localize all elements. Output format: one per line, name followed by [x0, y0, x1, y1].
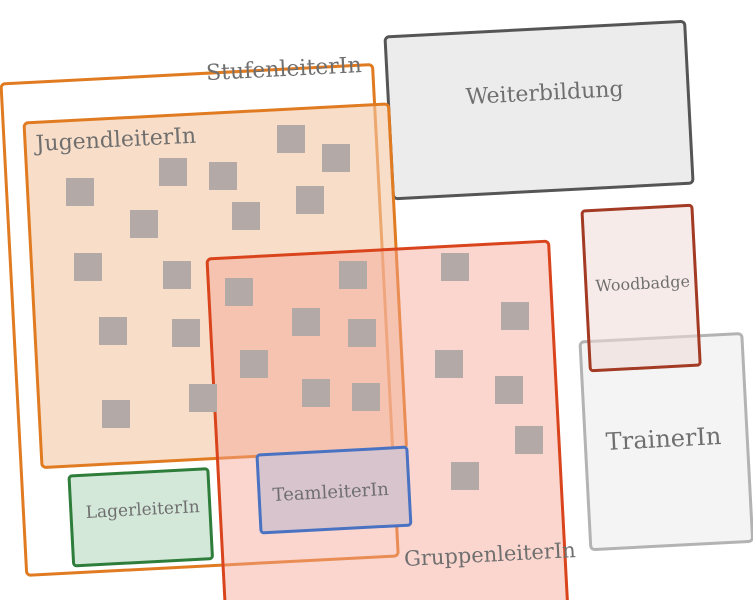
member-square: [66, 178, 94, 206]
member-square: [451, 462, 479, 490]
member-square: [515, 426, 543, 454]
member-square: [159, 158, 187, 186]
member-square: [352, 383, 380, 411]
member-square: [74, 253, 102, 281]
member-square: [225, 278, 253, 306]
teamleiter-box: [255, 445, 413, 535]
member-square: [163, 261, 191, 289]
member-square: [102, 400, 130, 428]
member-square: [495, 376, 523, 404]
lagerleiter-box: [67, 467, 214, 568]
teamleiter-group: TeamleiterIn: [255, 445, 413, 535]
member-square: [435, 350, 463, 378]
gruppenleiter-group: GruppenleiterIn: [205, 239, 576, 600]
trainer-label: TrainerIn: [605, 422, 722, 456]
member-square: [189, 384, 217, 412]
member-square: [296, 186, 324, 214]
member-square: [322, 144, 350, 172]
member-square: [99, 317, 127, 345]
member-square: [302, 379, 330, 407]
stufenleiter-label: StufenleiterIn: [205, 53, 362, 86]
woodbadge-group: Woodbadge: [580, 203, 702, 373]
member-square: [292, 308, 320, 336]
lagerleiter-group: LagerleiterIn: [67, 467, 214, 568]
member-square: [441, 253, 469, 281]
woodbadge-box: [580, 203, 702, 373]
member-square: [348, 319, 376, 347]
member-square: [240, 350, 268, 378]
weiterbildung-box: [383, 20, 695, 201]
woodbadge-label: Woodbadge: [595, 272, 690, 296]
member-square: [172, 319, 200, 347]
member-square: [339, 261, 367, 289]
member-square: [209, 162, 237, 190]
member-square: [501, 302, 529, 330]
member-squares: [66, 125, 543, 490]
member-square: [130, 210, 158, 238]
member-square: [232, 202, 260, 230]
member-square: [277, 125, 305, 153]
weiterbildung-group: Weiterbildung: [383, 20, 695, 201]
